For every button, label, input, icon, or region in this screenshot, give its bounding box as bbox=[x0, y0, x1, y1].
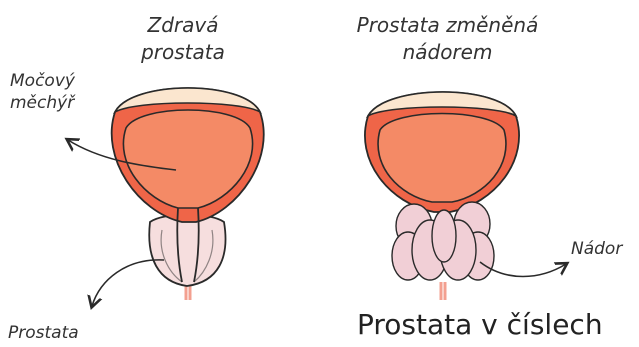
healthy-organ bbox=[112, 88, 264, 300]
healthy-prostate bbox=[149, 215, 225, 287]
arrow-prostate bbox=[92, 260, 164, 306]
section-heading: Prostata v číslech bbox=[357, 308, 603, 342]
tumor-nodules bbox=[392, 202, 494, 280]
tumor-urethra-tail bbox=[441, 282, 445, 300]
tumor-organ bbox=[365, 92, 519, 300]
